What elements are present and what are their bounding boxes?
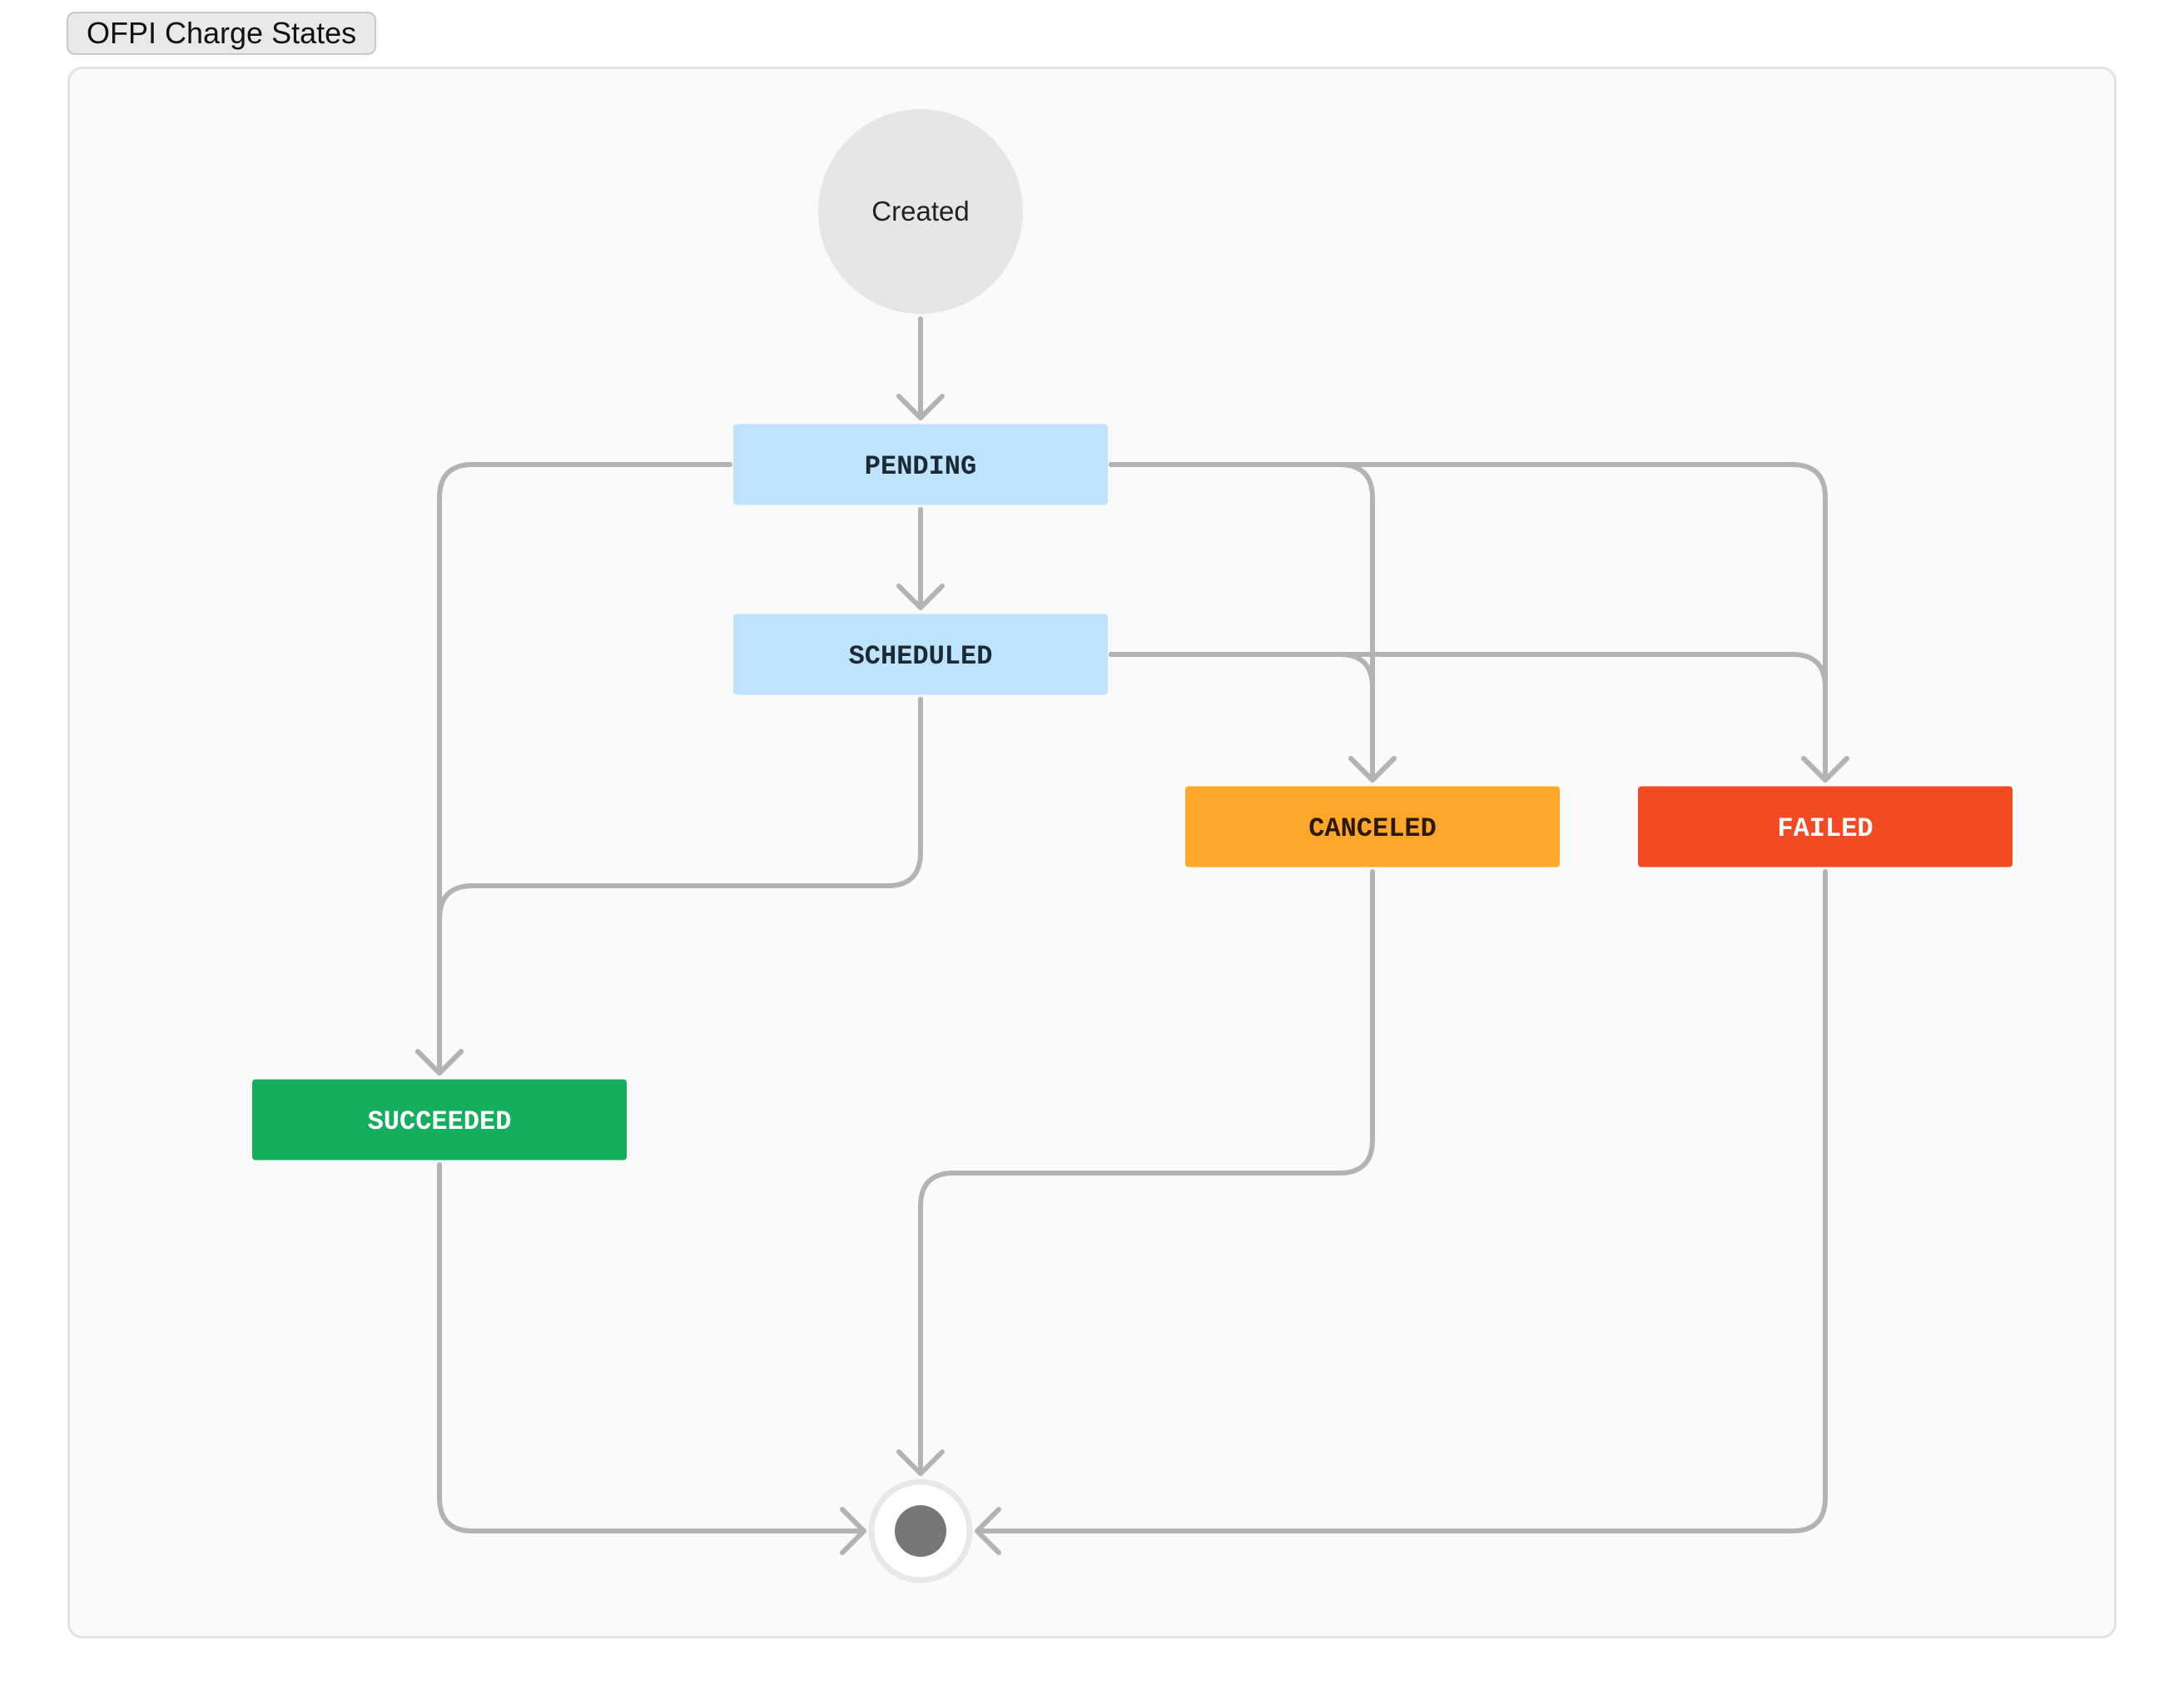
state-succeeded-label: SUCCEEDED — [368, 1106, 512, 1137]
edge-line-pending-to-failed — [1109, 462, 1828, 781]
state-failed-box — [1638, 786, 2013, 867]
diagram-title-tab: OFPI Charge States — [67, 12, 377, 55]
edge-line-succeeded-to-end — [437, 1162, 865, 1534]
edge-pending-to-scheduled — [896, 507, 945, 610]
state-scheduled-label: SCHEDULED — [849, 641, 993, 672]
start-node-created[interactable]: Created — [818, 109, 1023, 314]
state-canceled-label: CANCELED — [1308, 813, 1437, 844]
edge-line-pending-to-succeeded — [437, 462, 732, 1074]
state-failed-label: FAILED — [1777, 813, 1873, 844]
diagram-title: OFPI Charge States — [87, 16, 357, 50]
edge-line-scheduled-to-canceled — [1109, 652, 1375, 781]
start-node-circle — [818, 109, 1023, 314]
state-canceled[interactable]: CANCELED — [1185, 786, 1560, 867]
edge-scheduled-to-failed — [1109, 652, 1849, 783]
arrowhead-icon — [896, 394, 945, 420]
edge-line-pending-to-canceled — [1109, 462, 1375, 781]
edge-created-to-pending — [896, 316, 945, 420]
end-node-dot — [895, 1505, 946, 1557]
arrowhead-icon — [975, 1507, 1001, 1555]
edge-canceled-to-end — [896, 869, 1375, 1476]
arrowhead-icon — [1801, 756, 1849, 783]
state-failed[interactable]: FAILED — [1638, 786, 2013, 867]
end-node[interactable] — [868, 1479, 973, 1583]
arrowhead-icon — [415, 1049, 464, 1076]
edge-scheduled-to-canceled — [1109, 652, 1397, 783]
state-pending-label: PENDING — [865, 451, 976, 482]
arrowhead-icon — [1348, 756, 1397, 783]
arrowhead-icon — [840, 1507, 866, 1555]
edge-pending-to-failed — [1109, 462, 1849, 783]
edge-pending-to-canceled — [1109, 462, 1397, 783]
edge-scheduled-to-succeeded — [415, 697, 923, 1076]
start-node-label: Created — [871, 196, 969, 226]
transition-edges — [415, 316, 1849, 1555]
arrowhead-icon — [896, 1449, 945, 1476]
state-succeeded[interactable]: SUCCEEDED — [252, 1079, 627, 1161]
state-canceled-box — [1185, 786, 1560, 867]
edge-pending-to-succeeded — [415, 462, 732, 1076]
arrowhead-icon — [896, 584, 945, 610]
state-succeeded-box — [252, 1079, 627, 1161]
edge-failed-to-end — [975, 869, 1828, 1555]
state-scheduled[interactable]: SCHEDULED — [733, 614, 1108, 695]
edge-line-scheduled-to-succeeded — [437, 697, 923, 1074]
edge-line-canceled-to-end — [918, 869, 1375, 1474]
edge-line-failed-to-end — [976, 869, 1828, 1534]
state-scheduled-box — [733, 614, 1108, 695]
state-pending[interactable]: PENDING — [733, 424, 1108, 505]
edge-succeeded-to-end — [437, 1162, 866, 1555]
edge-line-scheduled-to-failed — [1109, 652, 1828, 781]
state-pending-box — [733, 424, 1108, 505]
